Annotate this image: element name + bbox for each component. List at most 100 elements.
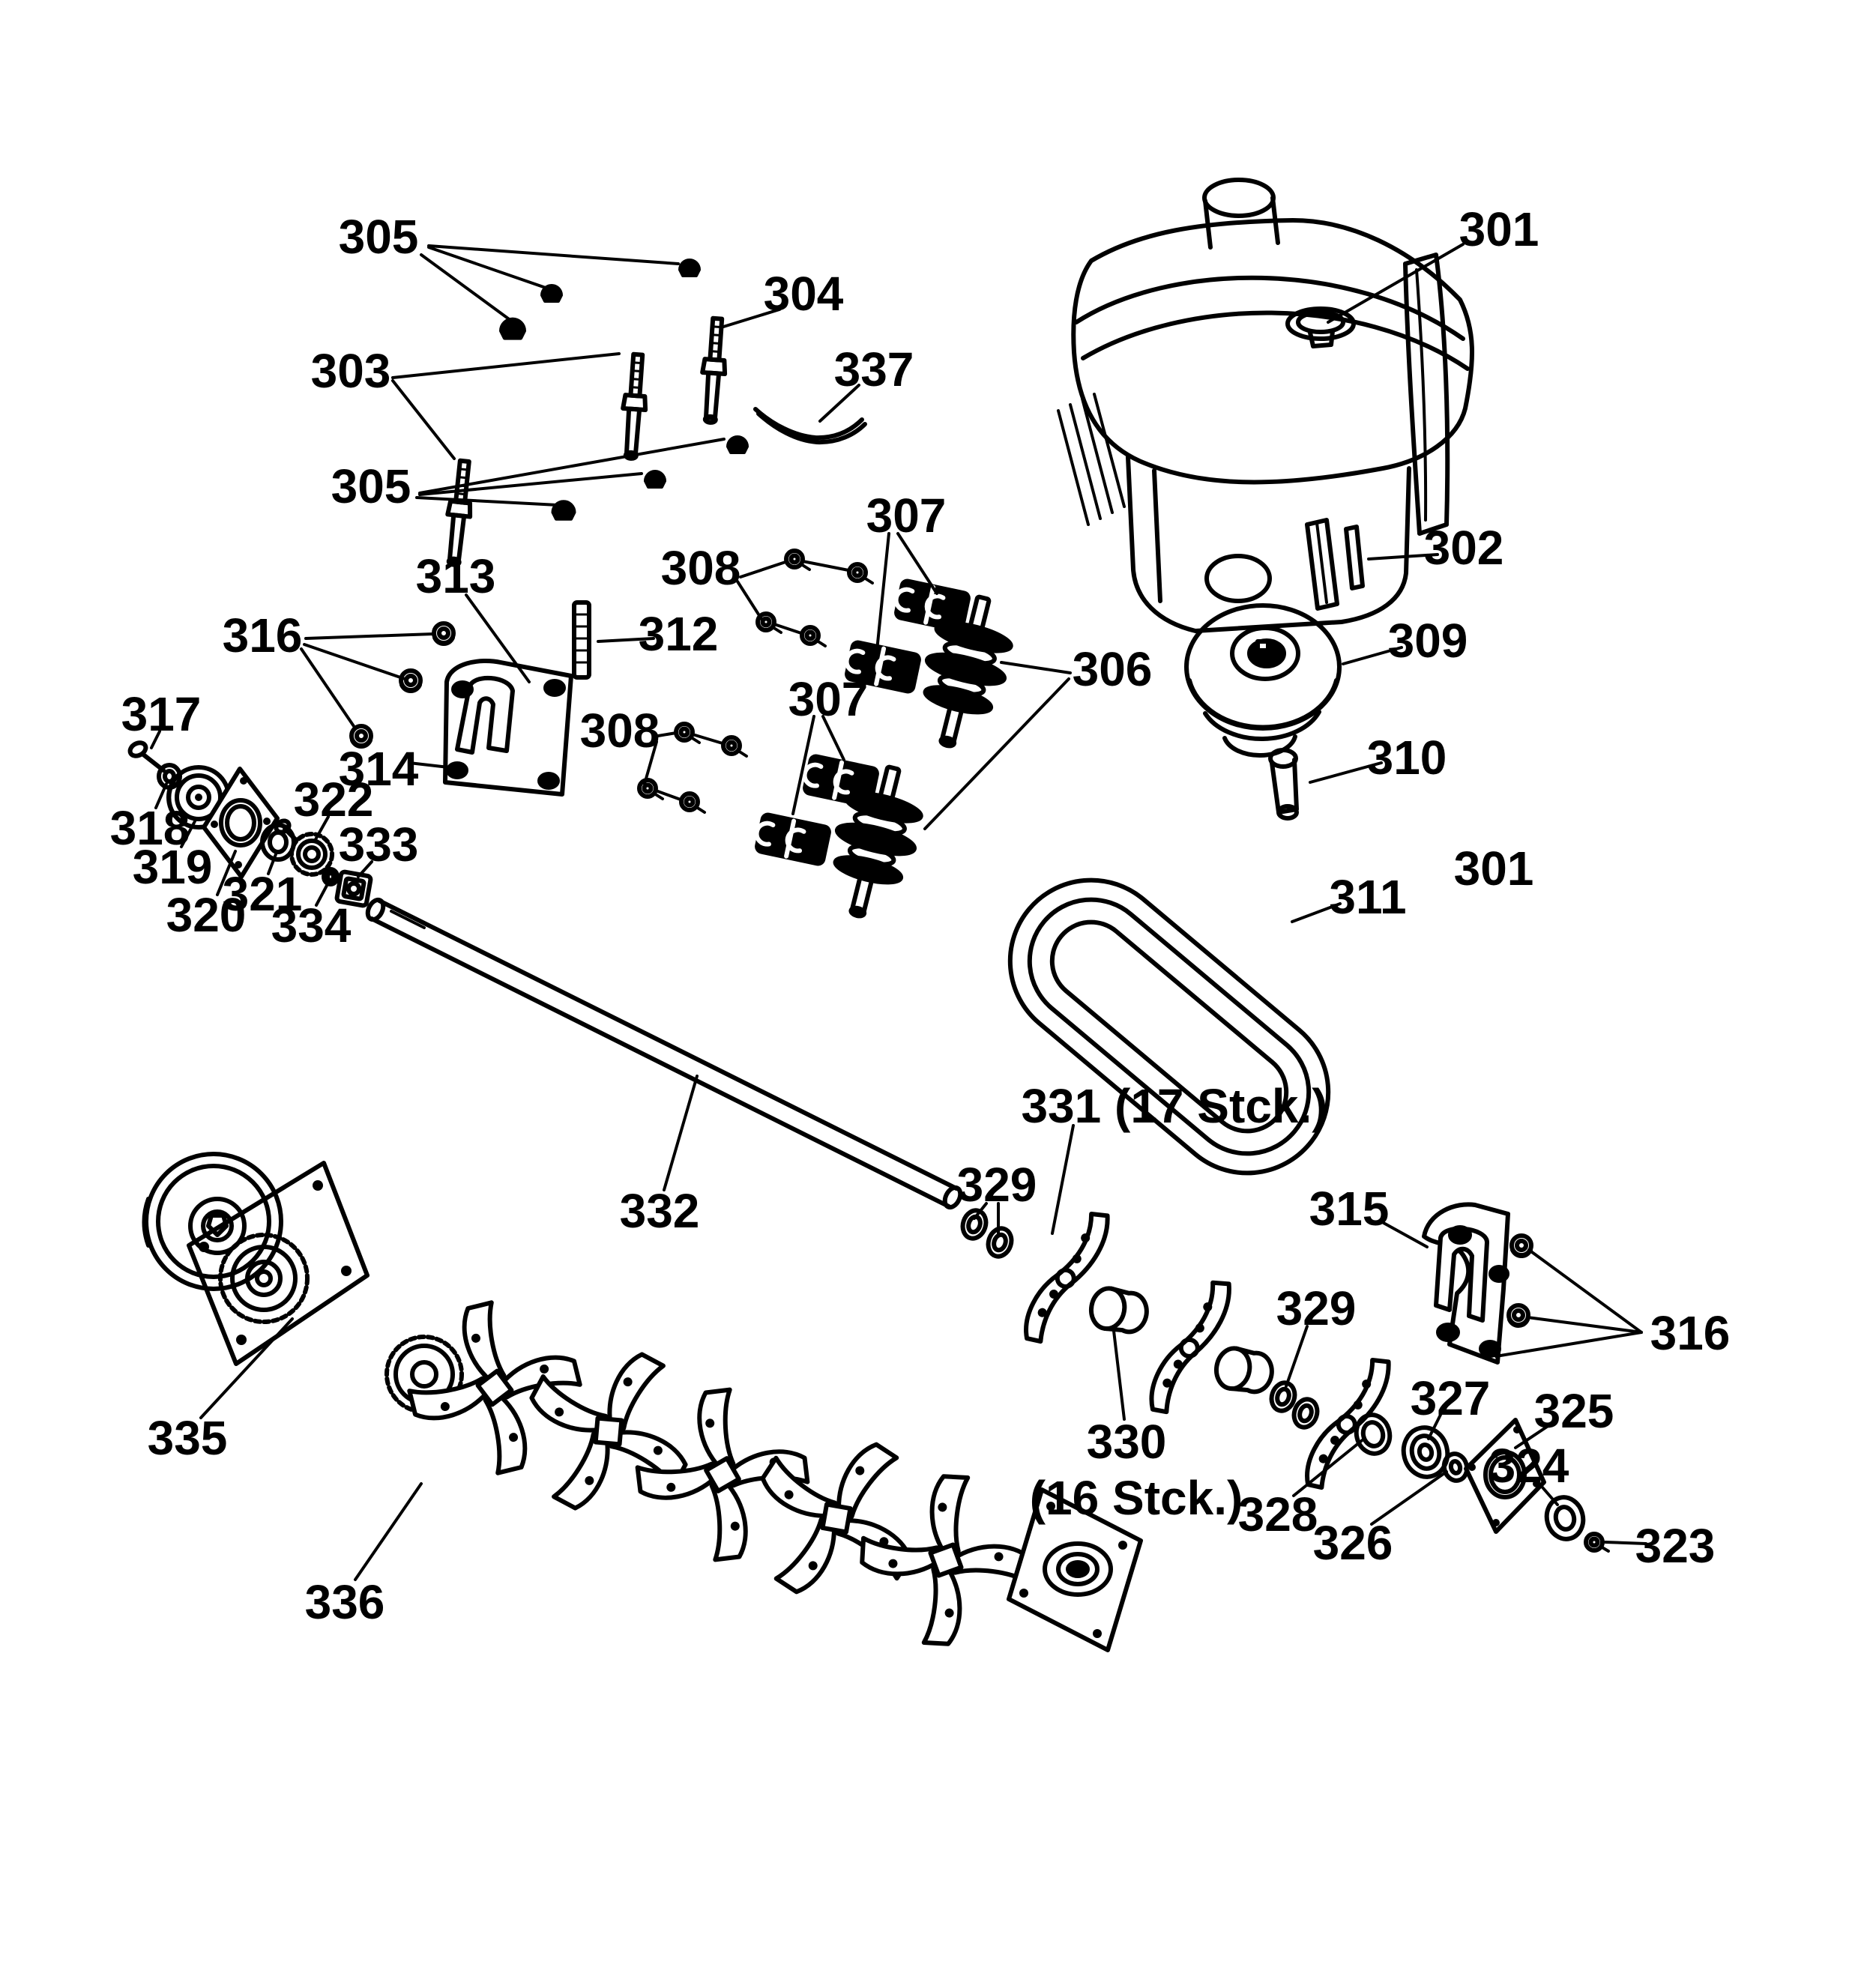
leader-line-323 <box>1604 1541 1647 1545</box>
bolt-317 <box>127 740 166 773</box>
part-label-302: 302 <box>1424 521 1504 575</box>
part-label-304: 304 <box>764 267 844 321</box>
leader-line-307-b <box>791 715 815 815</box>
leader-line-329-a <box>973 1202 988 1220</box>
leader-lines <box>150 243 1647 1581</box>
part-label-305-b: 305 <box>331 459 411 513</box>
leader-line-318 <box>154 782 168 809</box>
part-label-328: 328 <box>1238 1487 1318 1541</box>
blade-331-2 <box>1143 1273 1237 1419</box>
part-label-305-a: 305 <box>339 210 419 264</box>
bracket-315 <box>1422 1202 1510 1365</box>
part-label-301-engine: 301 <box>1459 202 1539 256</box>
ring-329-b-pair <box>1268 1380 1321 1430</box>
part-label-306: 306 <box>1073 642 1153 696</box>
part-label-332: 332 <box>620 1184 700 1238</box>
leader-line-308-b <box>657 731 678 737</box>
leader-line-317 <box>150 730 161 749</box>
part-label-308-b: 308 <box>580 704 660 758</box>
stud-304 <box>699 318 729 423</box>
cable-337 <box>753 407 867 445</box>
fuel-cap <box>1285 306 1356 348</box>
clip-308-group-a <box>758 551 872 646</box>
leader-line-316-b <box>1494 1331 1643 1358</box>
spacer-330-2 <box>1213 1346 1275 1395</box>
part-label-322: 322 <box>294 773 374 827</box>
ring-326 <box>1441 1451 1470 1483</box>
leader-line-337 <box>818 384 860 423</box>
leader-line-301-engine <box>1327 243 1465 324</box>
pulley-309 <box>1184 603 1342 758</box>
v-belt-311 <box>1007 877 1331 1176</box>
part-label-331: 331 (17 Stck.) <box>1021 1079 1327 1133</box>
clip-308-group-b <box>639 724 746 812</box>
bearing-327 <box>1401 1425 1450 1479</box>
part-label-308-a: 308 <box>661 541 741 595</box>
leader-line-316-b <box>1527 1248 1643 1334</box>
part-label-307-b: 307 <box>788 672 869 726</box>
part-label-333: 333 <box>339 818 419 871</box>
leader-line-321 <box>267 853 277 875</box>
stud-312 <box>572 600 591 680</box>
leader-line-305-a <box>427 244 680 265</box>
part-label-334: 334 <box>271 898 352 952</box>
leader-line-308-b <box>643 740 658 785</box>
part-label-307-a: 307 <box>866 489 947 543</box>
part-label-303: 303 <box>311 344 391 398</box>
part-label-326: 326 <box>1313 1516 1393 1570</box>
leader-line-306 <box>923 677 1070 830</box>
leader-line-310 <box>1309 761 1383 784</box>
leader-line-324 <box>1536 1481 1559 1506</box>
seal-324 <box>1544 1495 1586 1541</box>
leader-line-304 <box>720 308 781 329</box>
leader-line-316-a <box>300 647 357 730</box>
leader-line-307-a <box>875 532 890 652</box>
leader-line-307-a <box>896 532 938 595</box>
leader-line-322 <box>313 815 330 842</box>
part-label-329-a: 329 <box>957 1158 1037 1212</box>
square-nut-333 <box>334 869 373 908</box>
leader-line-330 <box>1112 1329 1126 1421</box>
ring-328 <box>1354 1413 1393 1456</box>
leader-line-316-b <box>1526 1316 1643 1334</box>
gear-322 <box>274 818 334 877</box>
part-label-316-b: 316 <box>1650 1306 1731 1360</box>
engine-301 <box>1057 178 1475 633</box>
leader-line-302 <box>1367 553 1439 561</box>
tine-reel-336 <box>384 1293 1143 1672</box>
leader-line-305-b <box>418 438 726 495</box>
part-label-313: 313 <box>416 549 496 603</box>
leader-line-309 <box>1342 646 1403 665</box>
leader-line-305-a <box>420 253 513 322</box>
pin-set-302 <box>1305 518 1365 611</box>
ring-329-a-pair <box>959 1207 1015 1259</box>
leader-line-316-a <box>303 643 406 680</box>
part-label-319: 319 <box>133 840 213 894</box>
stud-303-middle <box>620 354 650 459</box>
engine-fins <box>1057 393 1126 526</box>
part-label-310: 310 <box>1367 731 1447 785</box>
leader-line-305-b <box>418 472 643 496</box>
leader-line-319 <box>180 820 196 848</box>
leader-line-334 <box>315 881 330 907</box>
part-label-335: 335 <box>148 1411 228 1465</box>
nut-316-a <box>352 623 453 746</box>
part-label-325: 325 <box>1534 1384 1614 1438</box>
part-label-329-b: 329 <box>1276 1281 1357 1335</box>
leader-line-312 <box>597 637 655 643</box>
leader-line-311 <box>1291 902 1342 923</box>
nut-323 <box>1584 1532 1610 1553</box>
leader-line-307-b <box>821 715 845 761</box>
leader-line-335 <box>199 1317 294 1419</box>
engine-handle-slot <box>1403 253 1450 536</box>
part-label-321: 321 <box>223 867 303 921</box>
leader-line-305-b <box>415 496 559 507</box>
leader-line-303 <box>391 352 621 379</box>
part-label-330-qty: (16 Stck.) <box>1030 1471 1243 1525</box>
leader-line-315 <box>1382 1221 1429 1248</box>
part-label-336: 336 <box>305 1575 385 1629</box>
part-label-311: 311 <box>1329 870 1406 924</box>
